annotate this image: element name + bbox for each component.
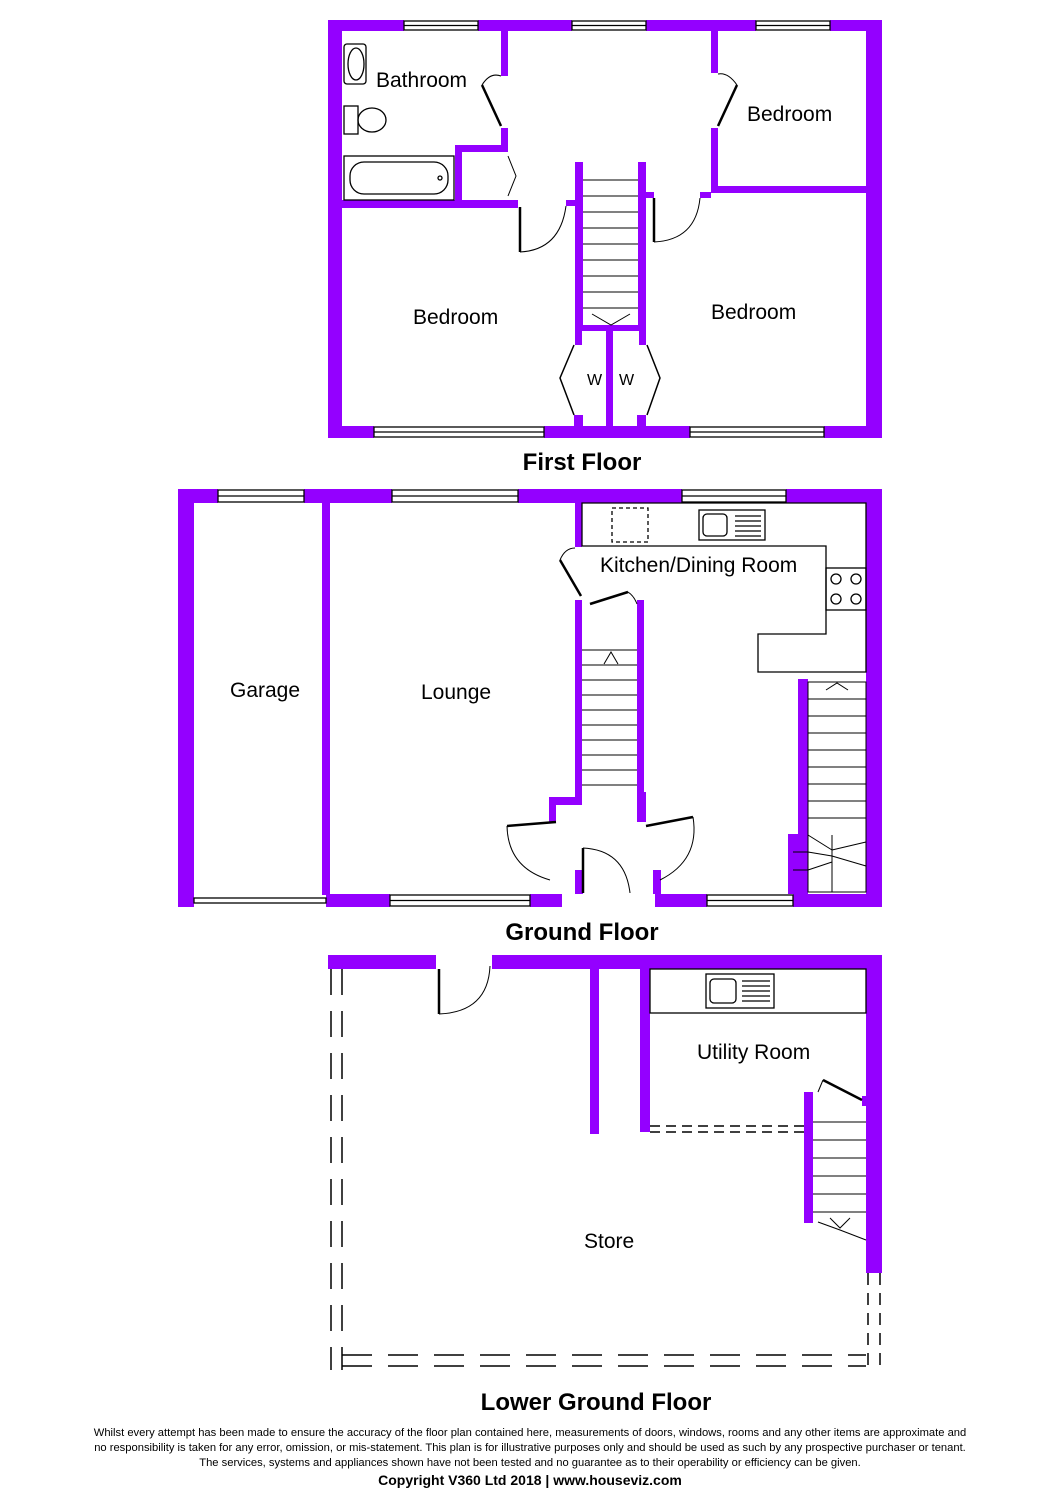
floor-title-ground: Ground Floor — [505, 919, 658, 946]
ground-floor-doors — [506, 547, 695, 894]
lower-ground-floor-plan: Utility Room Store Lower Ground Floor — [328, 955, 882, 1416]
first-floor-plan: Bathroom Bedroom Bedroom Bedroom W W Fir… — [328, 20, 882, 476]
disclaimer-line-2: no responsibility is taken for any error… — [94, 1442, 966, 1454]
bath-icon — [343, 155, 455, 201]
ground-floor-stairs — [582, 649, 867, 893]
hob-icon — [825, 567, 867, 611]
wardrobe-mark-left: W — [587, 372, 603, 389]
floor-title-lower: Lower Ground Floor — [481, 1389, 712, 1416]
sink-icon — [698, 509, 766, 541]
room-label-bedroom-se: Bedroom — [711, 301, 796, 324]
first-floor-walls — [328, 20, 882, 438]
lower-floor-doors — [437, 965, 863, 1102]
utility-units — [649, 968, 867, 1014]
ground-floor-walls — [178, 489, 882, 907]
lower-floor-walls — [328, 955, 882, 1273]
utility-sink-icon — [705, 973, 775, 1009]
appliance-space-icon — [611, 507, 649, 543]
wardrobe-mark-right: W — [619, 372, 635, 389]
room-label-garage: Garage — [230, 679, 300, 702]
first-floor-doors — [480, 73, 739, 416]
room-label-lounge: Lounge — [421, 681, 491, 704]
toilet-icon — [343, 105, 359, 135]
room-label-kitchen: Kitchen/Dining Room — [600, 554, 797, 577]
floor-title-first: First Floor — [523, 449, 642, 476]
lower-floor-stairs — [813, 1121, 867, 1241]
copyright-notice: Copyright V360 Ltd 2018 | www.houseviz.c… — [378, 1472, 682, 1488]
first-floor-stairs — [583, 179, 638, 326]
disclaimer-line-1: Whilst every attempt has been made to en… — [93, 1427, 967, 1439]
disclaimer: Whilst every attempt has been made to en… — [20, 1426, 1040, 1489]
room-label-utility: Utility Room — [697, 1041, 810, 1064]
room-label-bedroom-ne: Bedroom — [747, 103, 832, 126]
basin-icon — [343, 43, 367, 85]
bathroom-fixtures — [343, 43, 455, 201]
kitchen-units — [581, 502, 867, 673]
lower-floor-open-edges — [330, 969, 881, 1370]
room-label-bathroom: Bathroom — [376, 69, 467, 92]
disclaimer-line-3: The services, systems and appliances sho… — [199, 1457, 861, 1469]
ground-floor-windows — [193, 489, 794, 907]
room-label-store: Store — [584, 1230, 634, 1253]
ground-floor-plan: Garage Lounge Kitchen/Dining Room Ground… — [178, 489, 882, 946]
room-label-bedroom-sw: Bedroom — [413, 306, 498, 329]
first-floor-windows — [373, 20, 831, 438]
